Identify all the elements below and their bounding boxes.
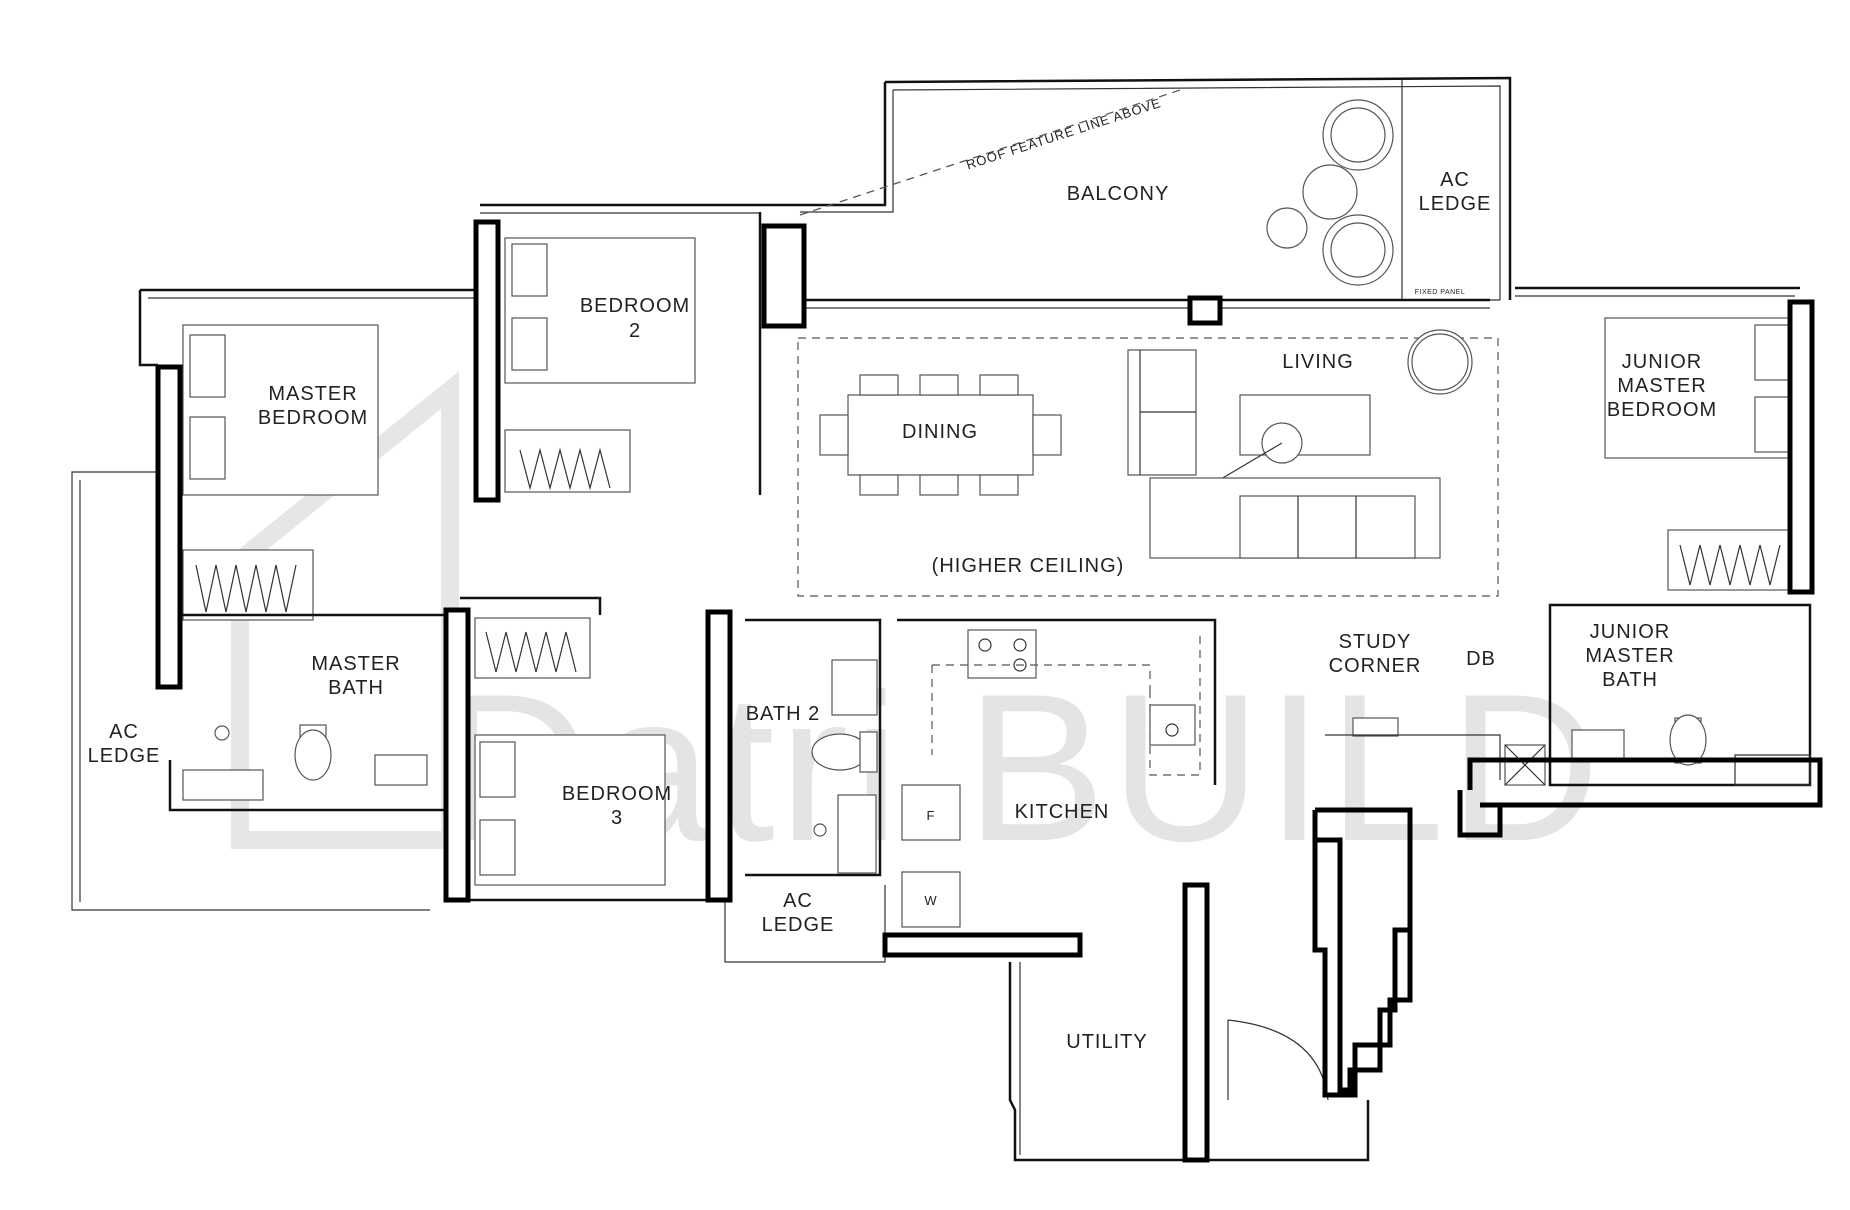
label-ac-ledge-bottom-2: LEDGE <box>762 914 835 936</box>
ac-ledge-bottom <box>724 885 886 963</box>
label-kitchen: KITCHEN <box>1015 801 1110 823</box>
bedroom-3 <box>460 596 720 902</box>
label-bedroom3-1: BEDROOM <box>562 783 672 805</box>
label-ac-ledge-top-2: LEDGE <box>1419 193 1492 215</box>
label-study-corner-1: STUDY <box>1339 631 1412 653</box>
label-junior-master-bath-2: MASTER <box>1585 645 1674 667</box>
label-bedroom2-1: BEDROOM <box>580 295 690 317</box>
label-study-corner-2: CORNER <box>1329 655 1422 677</box>
label-higher-ceiling: (HIGHER CEILING) <box>932 555 1125 577</box>
bath-2 <box>745 618 882 877</box>
bedroom-2 <box>480 203 800 495</box>
junior-master-bath <box>1504 603 1812 787</box>
label-balcony: BALCONY <box>1067 183 1170 205</box>
balcony-furniture <box>1266 99 1394 286</box>
label-junior-master-bedroom-3: BEDROOM <box>1607 399 1717 421</box>
balcony-area <box>799 76 1512 301</box>
label-junior-master-bedroom-1: JUNIOR <box>1622 351 1702 373</box>
ac-ledge-left <box>71 471 430 911</box>
kitchen <box>882 618 1217 958</box>
label-master-bath-1: MASTER <box>311 653 400 675</box>
label-bedroom2-2: 2 <box>629 320 641 342</box>
study-corner <box>1325 717 1501 780</box>
label-living: LIVING <box>1282 351 1354 373</box>
label-utility: UTILITY <box>1066 1031 1147 1053</box>
junior-master-bedroom <box>1515 286 1800 591</box>
label-ac-ledge-left-2: LEDGE <box>88 745 161 767</box>
label-master-bedroom-1: MASTER <box>268 383 357 405</box>
label-junior-master-bath-3: BATH <box>1602 669 1658 691</box>
label-washer: W <box>924 893 937 908</box>
label-master-bath-2: BATH <box>328 677 384 699</box>
structural-columns <box>155 219 1815 1163</box>
master-bath <box>158 613 450 812</box>
master-bedroom <box>138 288 475 621</box>
label-master-bedroom-2: BEDROOM <box>258 407 368 429</box>
living-dining-area <box>797 298 1499 597</box>
label-fixed-panel: FIXED PANEL <box>1415 289 1466 296</box>
exterior-walls <box>1312 757 1823 1098</box>
label-bedroom3-2: 3 <box>611 807 623 829</box>
label-db: DB <box>1466 648 1496 670</box>
label-bath2: BATH 2 <box>746 703 821 725</box>
label-fridge: F <box>927 808 936 823</box>
label-ac-ledge-left-1: AC <box>109 721 139 743</box>
label-junior-master-bath-1: JUNIOR <box>1590 621 1670 643</box>
label-roof-feature: ROOF FEATURE LINE ABOVE <box>964 95 1163 172</box>
label-ac-ledge-top-1: AC <box>1440 169 1470 191</box>
label-junior-master-bedroom-2: MASTER <box>1617 375 1706 397</box>
label-ac-ledge-bottom-1: AC <box>783 890 813 912</box>
label-dining: DINING <box>902 421 978 443</box>
